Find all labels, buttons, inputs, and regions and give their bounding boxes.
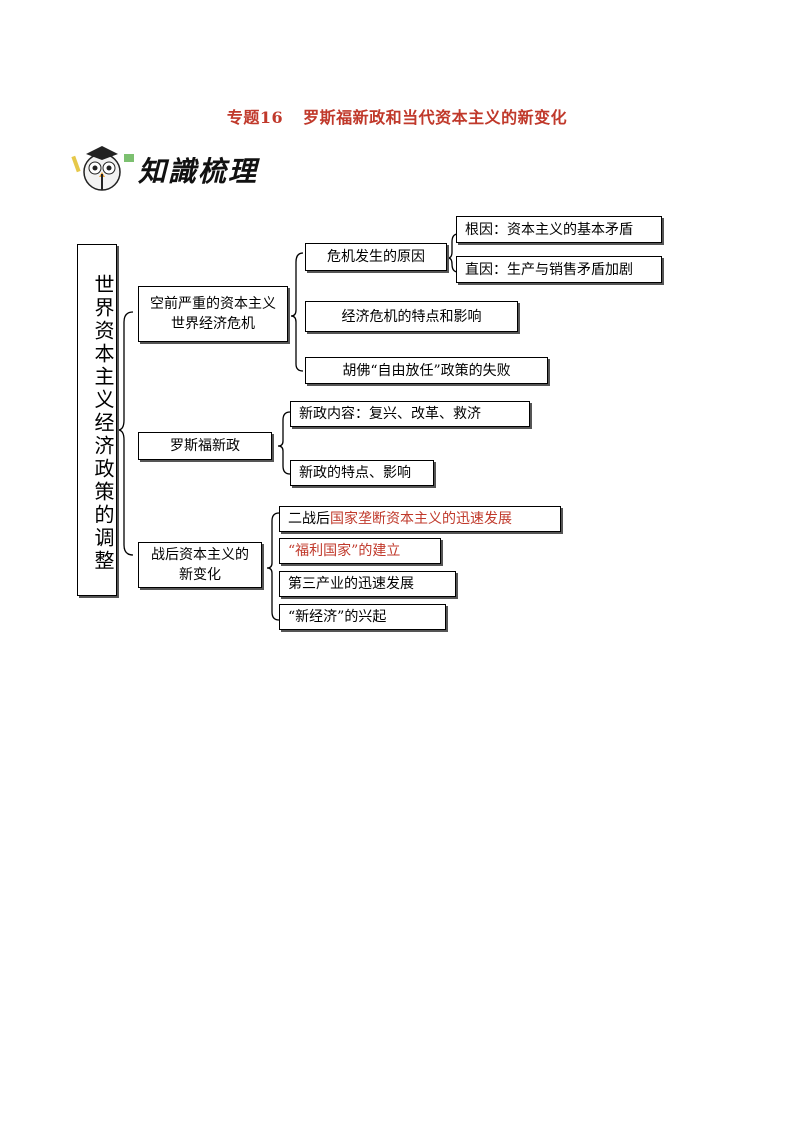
node-state-monopoly-highlight: 国家垄断资本主义的迅速发展 (330, 511, 512, 527)
node-new-economy: “新经济”的兴起 (279, 604, 446, 630)
node-hoover-failure: 胡佛“自由放任”政策的失败 (305, 357, 548, 384)
page-title: 专题16 罗斯福新政和当代资本主义的新变化 (0, 104, 794, 128)
node-direct-cause: 直因：生产与销售矛盾加剧 (456, 256, 662, 283)
node-state-monopoly: 二战后国家垄断资本主义的迅速发展 (279, 506, 561, 532)
owl-mascot-icon (71, 146, 134, 191)
node-welfare-state: “福利国家”的建立 (279, 538, 441, 564)
node-crisis-features: 经济危机的特点和影响 (305, 301, 518, 332)
root-node: 世界资本主义经济政策的调整 (77, 244, 117, 596)
topic-name: 罗斯福新政和当代资本主义的新变化 (303, 108, 568, 127)
node-crisis-cause: 危机发生的原因 (305, 243, 447, 271)
node-tertiary-industry: 第三产业的迅速发展 (279, 571, 456, 597)
node-new-deal-content: 新政内容：复兴、改革、救济 (290, 401, 530, 427)
topic-number: 专题16 (226, 108, 284, 127)
branch-postwar: 战后资本主义的新变化 (138, 542, 262, 588)
node-root-cause: 根因：资本主义的基本矛盾 (456, 216, 662, 243)
branch-crisis: 空前严重的资本主义世界经济危机 (138, 286, 288, 342)
node-new-deal-impact: 新政的特点、影响 (290, 460, 434, 486)
node-state-monopoly-prefix: 二战后 (288, 511, 330, 527)
logo-text: 知識梳理 (138, 155, 259, 188)
branch-new-deal: 罗斯福新政 (138, 432, 272, 460)
